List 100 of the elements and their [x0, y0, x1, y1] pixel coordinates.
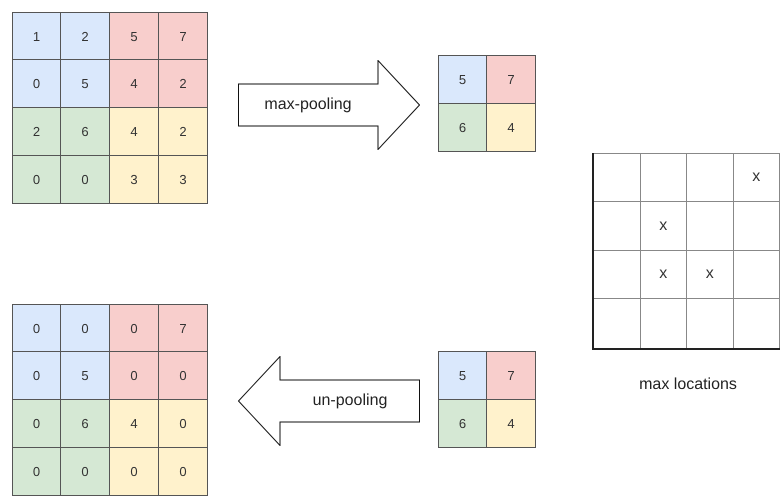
cell-value: x	[659, 216, 668, 235]
grid-cell	[12, 60, 61, 108]
cell-value: 6	[458, 416, 466, 431]
grid-cell	[487, 351, 536, 400]
grid-cell	[159, 60, 208, 108]
cell-value: 6	[81, 416, 89, 431]
cell-value: 4	[130, 416, 138, 431]
grid-cell	[594, 250, 640, 300]
grid-cell	[438, 104, 487, 152]
cell-value: x	[659, 265, 668, 284]
arrow-label: un-pooling	[312, 392, 388, 410]
grid	[592, 153, 780, 350]
grid-cell	[61, 108, 110, 156]
grid-cell	[734, 250, 780, 300]
arrow-label: max-pooling	[264, 96, 352, 114]
cell-value: 5	[81, 368, 89, 383]
cell-value: 0	[32, 416, 40, 431]
grid	[12, 304, 208, 496]
cell-value: 3	[179, 172, 187, 187]
grid-cell	[640, 250, 687, 300]
cell-value: 4	[507, 120, 515, 135]
grid-cell	[438, 55, 487, 104]
grid-cell	[110, 352, 159, 400]
cell-value: x	[752, 168, 760, 186]
grid-cell	[61, 304, 110, 352]
grid-cell	[12, 400, 61, 448]
grid-cell	[640, 153, 687, 202]
cell-value: 0	[130, 320, 138, 336]
grid-cell	[61, 156, 110, 204]
cell-value: 7	[507, 72, 515, 87]
grid-cell	[159, 156, 208, 204]
cell-value: 0	[130, 464, 138, 479]
grid-cell	[159, 448, 208, 496]
grid-cell	[640, 299, 687, 348]
cell-value: 0	[32, 76, 40, 91]
cell-value: 0	[81, 464, 89, 479]
cell-value: 6	[458, 120, 466, 135]
cell-value: 7	[179, 28, 187, 44]
cell-value: 0	[32, 320, 40, 336]
grid	[438, 351, 536, 448]
cell-value: 0	[130, 368, 138, 383]
cell-value: 0	[179, 464, 187, 479]
grid-cell	[12, 352, 61, 400]
cell-value: 4	[130, 124, 138, 139]
grid-caption: max locations	[639, 376, 737, 394]
grid	[438, 55, 536, 152]
grid-cell	[734, 299, 780, 348]
cell-value: 3	[130, 172, 138, 187]
cell-value: 4	[130, 76, 138, 91]
cell-value: 1	[32, 28, 40, 44]
grid-cell	[61, 448, 110, 496]
grid-cell	[159, 400, 208, 448]
block-arrow	[238, 356, 420, 446]
grid-cell	[159, 304, 208, 352]
grid-cell	[687, 153, 734, 202]
grid-cell	[110, 448, 159, 496]
grid-cell	[61, 12, 110, 60]
cell-value: 0	[179, 368, 187, 383]
cell-value: 2	[32, 124, 40, 139]
grid-cell	[12, 448, 61, 496]
grid-cell	[12, 304, 61, 352]
cell-value: 0	[81, 320, 89, 336]
grid-cell	[640, 202, 687, 250]
cell-value: 4	[507, 416, 515, 431]
cell-value: 5	[458, 368, 466, 383]
grid-cell	[159, 12, 208, 60]
grid-cell	[594, 202, 640, 250]
grid-cell	[12, 108, 61, 156]
cell-value: 0	[32, 368, 40, 383]
grid-cell	[438, 351, 487, 400]
grid-cell	[159, 352, 208, 400]
cell-value: 7	[179, 320, 187, 336]
grid-cell	[734, 153, 780, 202]
block-arrow	[238, 60, 420, 150]
grid-cell	[687, 250, 734, 300]
grid-cell	[110, 400, 159, 448]
grid-cell	[687, 202, 734, 250]
grid-cell	[594, 153, 640, 202]
cell-value: x	[706, 265, 714, 284]
grid-cell	[110, 108, 159, 156]
cell-value: 0	[32, 464, 40, 479]
grid-cell	[110, 60, 159, 108]
grid-cell	[110, 304, 159, 352]
cell-value: 2	[179, 76, 187, 91]
cell-value: 0	[179, 416, 187, 431]
grid-cell	[61, 352, 110, 400]
cell-value: 5	[81, 76, 89, 91]
cell-value: 5	[130, 28, 138, 44]
grid-cell	[110, 12, 159, 60]
cell-value: 5	[458, 72, 466, 87]
grid-cell	[487, 55, 536, 104]
cell-value: 6	[81, 124, 89, 139]
grid-cell	[487, 400, 536, 448]
cell-value: 0	[32, 172, 40, 187]
grid-cell	[61, 400, 110, 448]
grid-cell	[734, 202, 780, 250]
grid-cell	[487, 104, 536, 152]
cell-value: 2	[179, 124, 187, 139]
cell-value: 0	[81, 172, 89, 187]
grid-cell	[159, 108, 208, 156]
